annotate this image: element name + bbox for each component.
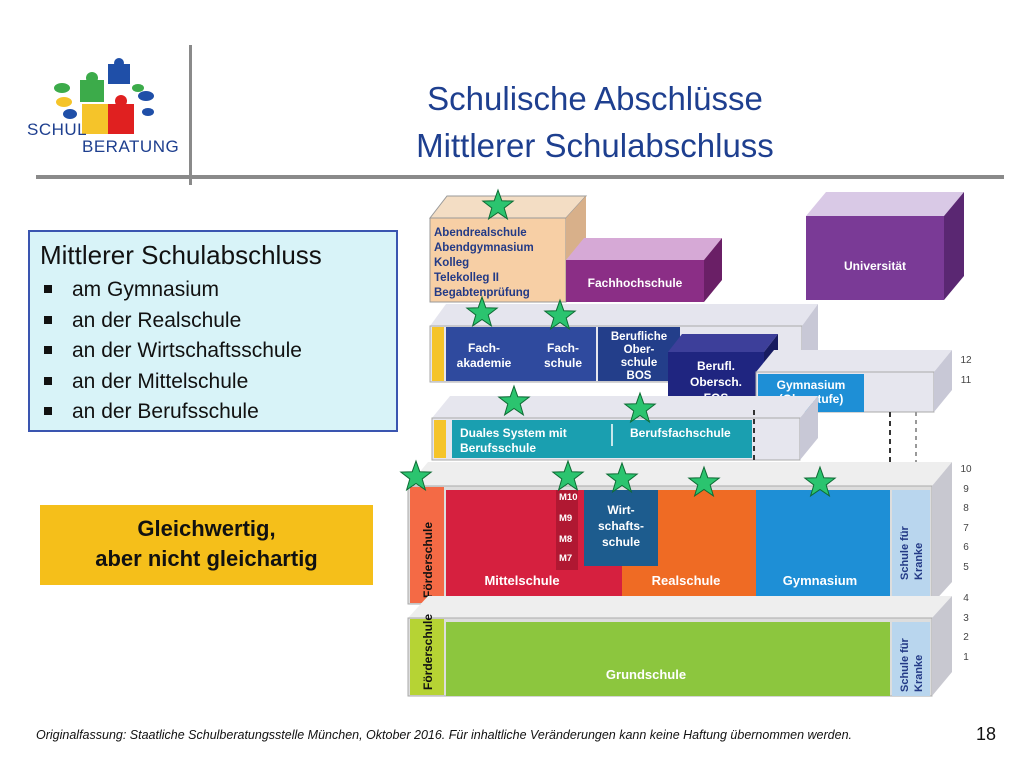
grade-label: 12 bbox=[960, 355, 972, 366]
star-icon bbox=[543, 298, 577, 331]
list-item: an der Wirtschaftsschule bbox=[30, 339, 302, 370]
foerderschule-primary-block bbox=[410, 619, 444, 695]
fachakademie-label: Fach- bbox=[468, 341, 500, 355]
realschule-label: Realschule bbox=[652, 573, 721, 588]
abendschule-block bbox=[429, 217, 567, 303]
star-icon bbox=[551, 459, 585, 492]
fos-label: Berufl. bbox=[697, 359, 735, 373]
universitaet-block bbox=[806, 216, 944, 300]
bos-label: schule bbox=[621, 357, 657, 369]
star-icon bbox=[687, 465, 721, 498]
info-box-list: am Gymnasium an der Realschule an der Wi… bbox=[30, 278, 302, 431]
schule-kranke-label: Kranke bbox=[913, 543, 925, 580]
m-level-label: M8 bbox=[559, 534, 572, 545]
fachschule-label: Fach- bbox=[547, 341, 579, 355]
abendschule-label: Kolleg bbox=[434, 257, 469, 269]
footer-note: Originalfassung: Staatliche Schulberatun… bbox=[36, 728, 853, 742]
puzzle-logo-icon bbox=[54, 58, 154, 134]
star-icon bbox=[481, 188, 515, 221]
grade-label: 2 bbox=[963, 632, 969, 643]
schule-kranke-label: Kranke bbox=[913, 655, 925, 692]
foerderschule-label: Förderschule bbox=[421, 614, 435, 690]
star-icon bbox=[605, 461, 639, 494]
list-item: an der Realschule bbox=[30, 309, 302, 340]
page-number: 18 bbox=[976, 724, 997, 744]
list-item: an der Berufsschule bbox=[30, 400, 302, 431]
highlight-line1: Gleichwertig, bbox=[137, 516, 276, 541]
fachhochschule-label: Fachhochschule bbox=[588, 276, 683, 290]
m-level-label: M9 bbox=[559, 513, 572, 524]
schule-kranke-primary-block bbox=[892, 622, 930, 696]
fachakademie-fachschule-block bbox=[446, 327, 596, 381]
gymnasium-block bbox=[756, 490, 890, 604]
star-icon bbox=[399, 459, 433, 492]
fachakademie-label: akademie bbox=[457, 356, 512, 370]
gymnasium-label: Gymnasium bbox=[783, 573, 857, 588]
header-horizontal-divider bbox=[36, 175, 1004, 179]
schule-kranke-label: Schule für bbox=[899, 637, 911, 692]
wirtschaftsschule-block bbox=[584, 490, 658, 566]
bos-label: Berufliche bbox=[611, 331, 667, 343]
foerderschule-label: Förderschule bbox=[421, 522, 435, 598]
wirtschaftsschule-label: schafts- bbox=[598, 519, 644, 533]
info-box: Mittlerer Schulabschluss am Gymnasium an… bbox=[28, 230, 398, 432]
duales-system-block bbox=[452, 420, 752, 458]
abendschule-label: Begabtenprüfung bbox=[434, 287, 530, 299]
star-markers bbox=[399, 188, 837, 498]
fachschule-label: schule bbox=[544, 356, 582, 370]
info-box-heading: Mittlerer Schulabschluss bbox=[40, 240, 322, 270]
grade-label: 4 bbox=[963, 593, 969, 604]
grade-label: 11 bbox=[961, 375, 972, 386]
abendschule-label: Abendrealschule bbox=[434, 227, 527, 239]
duales-system-label: Duales System mit bbox=[460, 426, 567, 440]
page-subtitle: Mittlerer Schulabschluss bbox=[416, 127, 774, 164]
abendschule-label: Telekolleg II bbox=[434, 272, 499, 284]
wirtschaftsschule-label: schule bbox=[602, 535, 640, 549]
m-level-label: M10 bbox=[559, 492, 577, 503]
foerderschule-secondary-block bbox=[410, 487, 444, 603]
grade-label: 5 bbox=[963, 562, 969, 573]
fachhochschule-block bbox=[566, 260, 704, 302]
grade-label: 3 bbox=[963, 613, 969, 624]
m-level-label: M7 bbox=[559, 553, 572, 564]
list-item: an der Mittelschule bbox=[30, 370, 302, 401]
grade-label: 9 bbox=[963, 484, 969, 495]
grade-label: 8 bbox=[963, 503, 969, 514]
schule-kranke-label: Schule für bbox=[899, 525, 911, 580]
grade-label: 6 bbox=[963, 542, 969, 553]
list-item: am Gymnasium bbox=[30, 278, 302, 309]
grundschule-label: Grundschule bbox=[606, 667, 686, 682]
bos-label: Ober- bbox=[624, 344, 655, 356]
grade-label: 7 bbox=[963, 523, 969, 534]
gymnasium-oberstufe-label: Gymnasium bbox=[777, 378, 846, 392]
universitaet-label: Universität bbox=[844, 259, 906, 273]
star-icon bbox=[803, 465, 837, 498]
star-icon bbox=[623, 391, 657, 424]
highlight-line2: aber nicht gleichartig bbox=[95, 546, 318, 571]
wirtschaftsschule-label: Wirt- bbox=[607, 503, 634, 517]
star-icon bbox=[497, 384, 531, 417]
logo-text-line1: SCHUL bbox=[27, 120, 88, 139]
grade-scale: 12 11 10 9 8 7 6 5 4 3 2 1 bbox=[960, 355, 972, 663]
grade-label: 10 bbox=[960, 464, 972, 475]
duales-system-label: Berufsschule bbox=[460, 441, 536, 455]
star-icon bbox=[465, 295, 499, 328]
abendschule-label: Abendgymnasium bbox=[434, 242, 534, 254]
fos-label: Obersch. bbox=[690, 375, 742, 389]
header-vertical-divider bbox=[189, 45, 192, 185]
logo-text-line2: BERATUNG bbox=[82, 137, 180, 156]
berufsfachschule-label: Berufsfachschule bbox=[630, 426, 731, 440]
page-title: Schulische Abschlüsse bbox=[427, 80, 763, 117]
grundschule-block bbox=[446, 622, 890, 696]
grade-label: 1 bbox=[963, 652, 969, 663]
mittelschule-label: Mittelschule bbox=[484, 573, 559, 588]
bos-label: BOS bbox=[627, 370, 652, 382]
schule-kranke-secondary-block bbox=[892, 490, 930, 604]
bos-block bbox=[598, 327, 680, 381]
highlight-box: Gleichwertig, aber nicht gleichartig bbox=[40, 505, 373, 585]
